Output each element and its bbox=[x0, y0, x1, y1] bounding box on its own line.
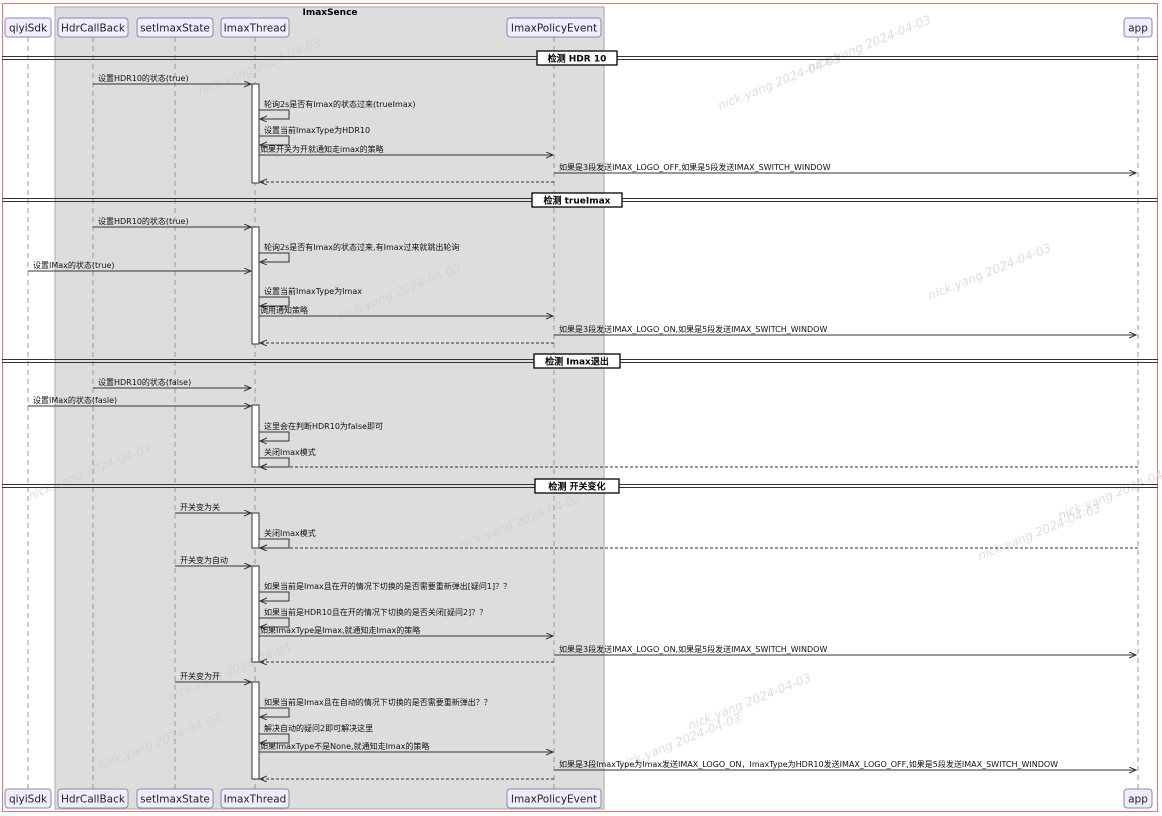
participant-label-setImaxState-bottom: setImaxState bbox=[140, 794, 210, 806]
message-label: 设置HDR10的状态(true) bbox=[98, 73, 189, 83]
section-label: 检测 开关变化 bbox=[548, 481, 605, 493]
message-label: 设置HDR10的状态(true) bbox=[98, 216, 189, 226]
activation-bar bbox=[251, 83, 260, 184]
self-message-arrow bbox=[259, 135, 290, 145]
self-message-arrow bbox=[259, 538, 290, 548]
section-label-box bbox=[534, 478, 620, 494]
self-message-label: 这里会在判断HDR10为false即可 bbox=[264, 421, 383, 431]
self-message-label: 设置当前ImaxType为Imax bbox=[264, 286, 362, 296]
self-message-label: 轮询2s是否有Imax的状态过来(trueImax) bbox=[264, 99, 416, 109]
message-label: 开关变为自动 bbox=[180, 555, 228, 565]
participant-label-setImaxState-top: setImaxState bbox=[140, 23, 210, 35]
participant-box-setImaxState-top[interactable] bbox=[136, 17, 214, 38]
activation-bars bbox=[251, 83, 260, 780]
participant-heads-top: qiyiSdk HdrCallBack setImaxState ImaxThread… bbox=[4, 17, 1153, 38]
participant-label-app-top: app bbox=[1128, 23, 1148, 35]
watermark-text: nick.yang 2024-04-03 bbox=[926, 241, 1053, 303]
message-label: 如果ImaxType是Imax,就通知走Imax的策略 bbox=[260, 625, 420, 635]
participant-box-ImaxPolicyEvent-bottom[interactable] bbox=[506, 788, 602, 809]
watermark-text: nick.yang 2024-04-03 bbox=[806, 13, 933, 75]
self-message-label: 如果当前是HDR10且在开的情况下切换的是否关闭[疑问2]？？ bbox=[264, 607, 487, 617]
participant-box-ImaxPolicyEvent-top[interactable] bbox=[506, 17, 602, 38]
self-message-arrow bbox=[259, 707, 290, 717]
messages: 设置HDR10的状态(true) 轮询2s是否有Imax的状态过来(trueIma… bbox=[28, 73, 1138, 779]
message-label: 如果是3段发送IMAX_LOGO_OFF,如果是5段发送IMAX_SWITCH_… bbox=[559, 162, 831, 172]
participant-label-app-bottom: app bbox=[1128, 794, 1148, 806]
self-message-arrow bbox=[259, 617, 290, 627]
message-label: 如果开关为开就通知走imax的策略 bbox=[260, 144, 384, 154]
self-message-label: 轮询2s是否有Imax的状态过来,有Imax过来就跳出轮询 bbox=[264, 242, 459, 252]
self-message-label: 解决自动的疑问2即可解决这里 bbox=[264, 723, 373, 733]
self-message-label: 关闭Imax模式 bbox=[264, 528, 316, 538]
watermark-text: nick.yang 2024-04-03 bbox=[1056, 461, 1162, 523]
participant-box-ImaxThread-top[interactable] bbox=[220, 17, 290, 38]
participant-box-app-top[interactable] bbox=[1123, 17, 1153, 38]
watermark-text: nick.yang 2024-04-03 bbox=[686, 671, 813, 733]
participant-box-qiyiSdk-bottom[interactable] bbox=[4, 788, 52, 809]
message-label: 设置IMax的状态(fasle) bbox=[33, 395, 117, 405]
self-message-arrow bbox=[259, 733, 290, 743]
section-label-box bbox=[536, 50, 618, 66]
self-message-arrow bbox=[259, 296, 290, 306]
participant-box-qiyiSdk-top[interactable] bbox=[4, 17, 52, 38]
message-label: 如果是3段发送IMAX_LOGO_ON,如果是5段发送IMAX_SWITCH_W… bbox=[559, 644, 827, 654]
message-label: 开关变为开 bbox=[180, 671, 220, 681]
message-label: 设置IMax的状态(true) bbox=[33, 260, 115, 270]
message-label: 开关变为关 bbox=[180, 502, 220, 512]
activation-bar bbox=[251, 512, 260, 549]
participant-box-ImaxThread-bottom[interactable] bbox=[220, 788, 290, 809]
self-message-label: 关闭Imax模式 bbox=[264, 447, 316, 457]
participant-box-HdrCallBack-bottom[interactable] bbox=[57, 788, 129, 809]
self-message-label: 如果当前是Imax且在自动的情况下切换的是否需要重新弹出？？ bbox=[264, 697, 492, 707]
self-message-arrow bbox=[259, 591, 290, 601]
message-label: 如果ImaxType不是None,就通知走Imax的策略 bbox=[260, 741, 429, 751]
activation-bar bbox=[251, 404, 260, 468]
participant-label-ImaxPolicyEvent-top: ImaxPolicyEvent bbox=[511, 23, 597, 35]
activation-bar bbox=[251, 226, 260, 345]
activation-bar bbox=[251, 565, 260, 663]
participant-heads-bottom: qiyiSdk HdrCallBack setImaxState ImaxThread… bbox=[4, 788, 1153, 809]
group-box bbox=[54, 6, 605, 810]
participant-label-ImaxThread-top: ImaxThread bbox=[224, 23, 287, 35]
participant-label-qiyiSdk-bottom: qiyiSdk bbox=[9, 794, 48, 806]
group-title: ImaxSence bbox=[302, 8, 357, 18]
section-label: 检测 Imax退出 bbox=[545, 356, 609, 368]
self-message-arrow bbox=[259, 109, 290, 119]
section-label-box bbox=[531, 192, 623, 208]
message-label: 如果是3段发送IMAX_LOGO_ON,如果是5段发送IMAX_SWITCH_W… bbox=[559, 324, 827, 334]
self-message-label: 设置当前ImaxType为HDR10 bbox=[264, 125, 370, 135]
participant-box-setImaxState-bottom[interactable] bbox=[136, 788, 214, 809]
message-label: 调用通知策略 bbox=[260, 305, 308, 315]
section-label-box bbox=[533, 353, 621, 369]
activation-bar bbox=[251, 681, 260, 780]
section-label: 检测 trueImax bbox=[544, 195, 611, 207]
participant-label-HdrCallBack-top: HdrCallBack bbox=[61, 23, 126, 35]
participant-label-ImaxThread-bottom: ImaxThread bbox=[224, 794, 287, 806]
participant-label-HdrCallBack-bottom: HdrCallBack bbox=[61, 794, 126, 806]
participant-label-qiyiSdk-top: qiyiSdk bbox=[9, 23, 48, 35]
section-label: 检测 HDR 10 bbox=[548, 53, 607, 65]
message-label: 如果是3段ImaxType为Imax发送IMAX_LOGO_ON，ImaxTyp… bbox=[559, 759, 1058, 769]
participant-box-app-bottom[interactable] bbox=[1123, 788, 1153, 809]
self-message-arrow bbox=[259, 457, 290, 467]
self-message-label: 如果当前是Imax且在开的情况下切换的是否需要重新弹出[疑问1]？？ bbox=[264, 581, 511, 591]
participant-label-ImaxPolicyEvent-bottom: ImaxPolicyEvent bbox=[511, 794, 597, 806]
self-message-arrow bbox=[259, 431, 290, 441]
self-message-arrow bbox=[259, 252, 290, 262]
participant-box-HdrCallBack-top[interactable] bbox=[57, 17, 129, 38]
message-label: 设置HDR10的状态(false) bbox=[98, 377, 191, 387]
